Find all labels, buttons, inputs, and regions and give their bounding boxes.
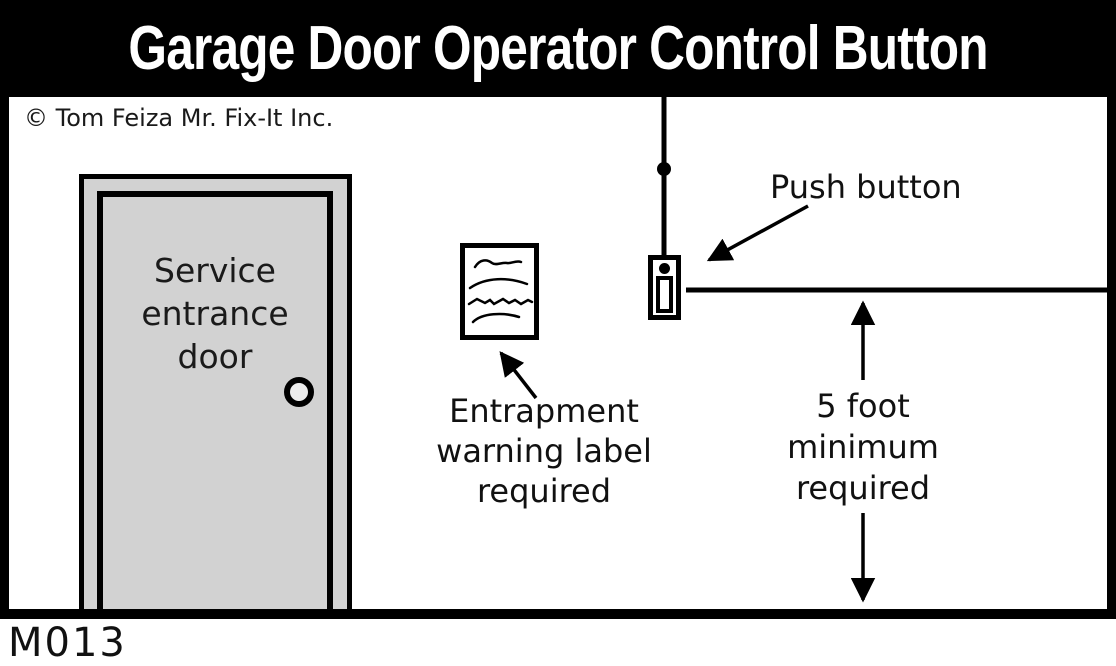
frame-border-left <box>0 97 9 619</box>
entrapment-annotation-line2: warning label <box>436 432 652 470</box>
wire-junction-dot <box>657 162 671 176</box>
entrapment-annotation-line3: required <box>476 472 612 510</box>
door-label-line3: door <box>177 337 253 376</box>
floor-line <box>0 609 1116 619</box>
push-button-indicator-dot <box>659 263 670 274</box>
frame-border-right <box>1107 97 1116 619</box>
copyright-notice: © Tom Feiza Mr. Fix-It Inc. <box>24 104 334 132</box>
entrapment-annotation: Entrapment warning label required <box>424 391 664 511</box>
door-label-line1: Service <box>154 251 276 290</box>
entrapment-warning-label-icon <box>460 243 539 340</box>
figure-id: M013 <box>8 620 127 666</box>
clearance-annotation-line2: minimum <box>787 428 939 466</box>
door-label-line2: entrance <box>141 294 289 333</box>
page-title: Garage Door Operator Control Button <box>128 14 988 83</box>
clearance-annotation-line3: required <box>795 469 931 507</box>
service-entrance-door: Service entrance door <box>97 191 333 609</box>
push-button-switch <box>656 276 673 313</box>
push-button-arrow <box>706 204 809 262</box>
clearance-annotation: 5 foot minimum required <box>768 386 958 509</box>
door-knob-icon <box>284 377 314 407</box>
push-button-annotation: Push button <box>770 168 962 206</box>
push-button-icon <box>648 255 681 320</box>
title-bar: Garage Door Operator Control Button <box>0 0 1116 97</box>
clearance-annotation-line1: 5 foot <box>816 387 910 425</box>
entrapment-annotation-line1: Entrapment <box>449 392 639 430</box>
door-label: Service entrance door <box>103 249 327 378</box>
